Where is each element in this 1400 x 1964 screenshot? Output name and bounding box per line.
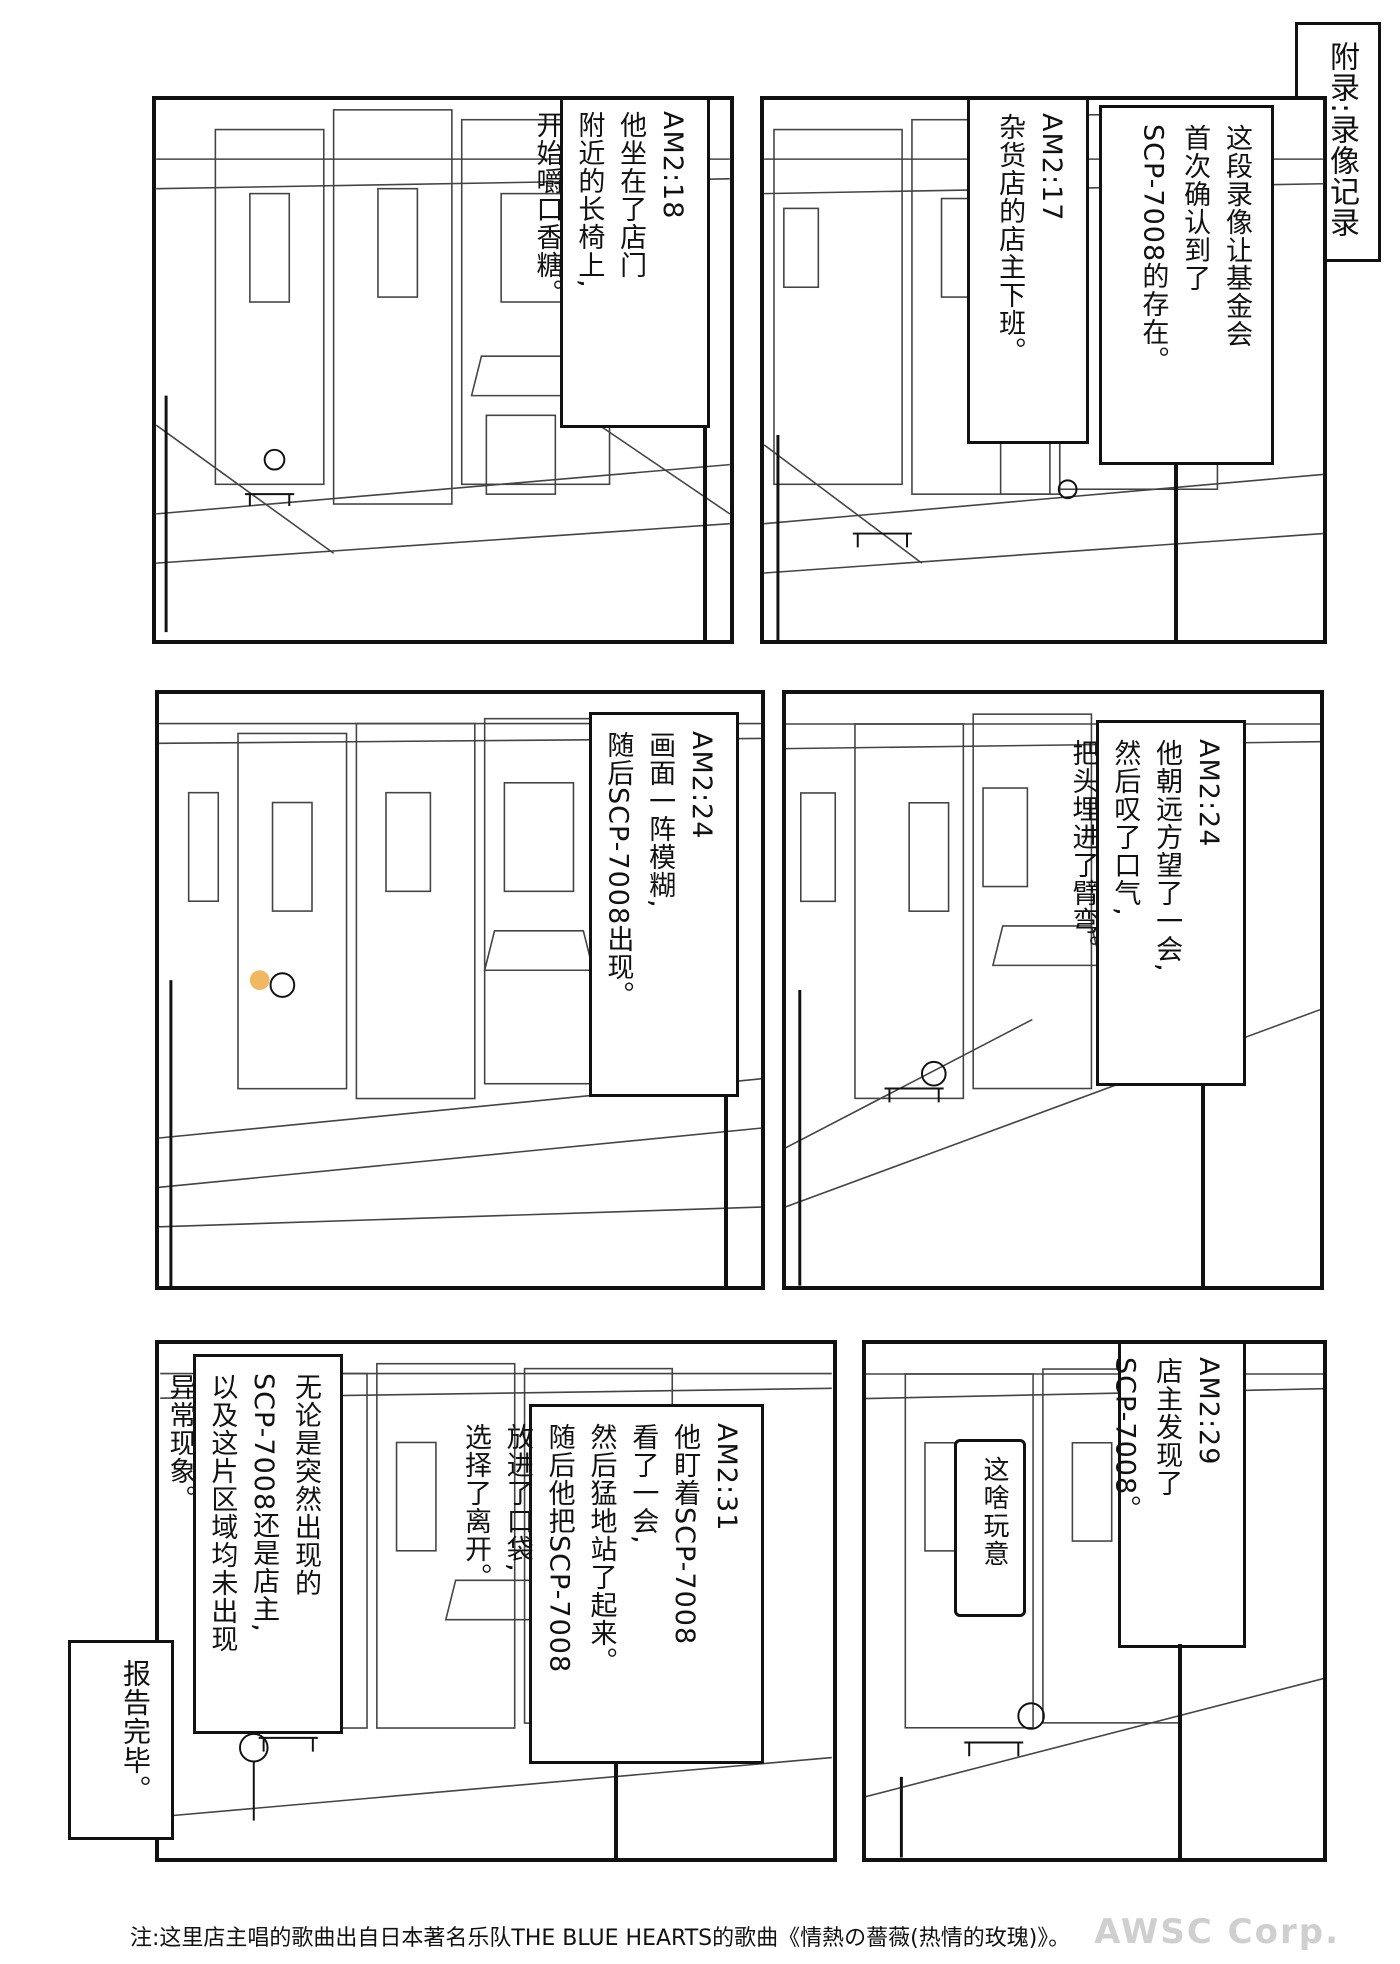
- caption-line: 看了一会,: [627, 1423, 659, 1545]
- caption-box: 这段录像让基金会 首次确认到了 SCP-7008的存在。: [1099, 105, 1274, 465]
- caption-line: AM2:29: [1193, 1357, 1224, 1466]
- caption-box: AM2:18 他坐在了店门 附近的长椅上, 开始嚼口香糖。: [531, 100, 710, 428]
- caption-line: 他盯着SCP-7008: [669, 1423, 701, 1646]
- caption-line: 以及这片区域均未出现: [206, 1373, 238, 1653]
- comic-panel-3: AM2:24 画面一阵模糊, 随后SCP-7008出现。: [155, 690, 765, 1290]
- comic-panel-4: AM2:24 他朝远方望了一会, 然后叹了口气, 把头埋进了臂弯。: [782, 690, 1324, 1290]
- caption-line: AM2:24: [686, 731, 717, 840]
- caption-line: 无论是突然出现的: [290, 1373, 321, 1597]
- caption-line: AM2:18: [657, 111, 688, 220]
- speech-bubble: 这啥玩意: [954, 1439, 1026, 1617]
- comic-panel-1: AM2:18 他坐在了店门 附近的长椅上, 开始嚼口香糖。: [152, 96, 734, 644]
- caption-line: 然后叹了口气,: [1109, 739, 1141, 917]
- caption-line: 然后猛地站了起来。: [585, 1423, 617, 1675]
- caption-line: SCP-7008。: [1109, 1357, 1141, 1524]
- caption-line: 异常现象。: [164, 1373, 196, 1513]
- caption-line: 画面一阵模糊,: [644, 731, 676, 909]
- speech-text: 这啥玩意: [979, 1456, 1009, 1568]
- appendix-title: 附录:录像记录: [1324, 41, 1359, 239]
- comic-panel-2: AM2:17 杂货店的店主下班。 这段录像让基金会 首次确认到了 SCP-700…: [760, 96, 1327, 644]
- report-complete-box: 报告完毕。: [68, 1640, 174, 1840]
- caption-box: AM2:17 杂货店的店主下班。: [967, 100, 1089, 444]
- caption-line: 把头埋进了臂弯。: [1067, 739, 1099, 963]
- caption-line: SCP-7008还是店主,: [248, 1373, 280, 1633]
- sign-post: [724, 1094, 728, 1286]
- caption-line: 放进了口袋,: [501, 1423, 533, 1573]
- caption-line: 报告完毕。: [119, 1659, 152, 1804]
- sign-post: [1201, 1084, 1205, 1286]
- caption-line: 随后他把SCP-7008: [543, 1423, 575, 1674]
- caption-line: SCP-7008的存在。: [1137, 124, 1169, 375]
- caption-line: 杂货店的店主下班。: [994, 113, 1026, 365]
- caption-line: 首次确认到了: [1179, 124, 1211, 292]
- sign-post: [1174, 465, 1178, 640]
- caption-line: 他朝远方望了一会,: [1151, 739, 1183, 973]
- caption-line: 随后SCP-7008出现。: [602, 731, 634, 1010]
- caption-line: AM2:31: [711, 1423, 742, 1532]
- caption-box: 无论是突然出现的 SCP-7008还是店主, 以及这片区域均未出现 异常现象。: [164, 1354, 343, 1734]
- caption-box: AM2:31 他盯着SCP-7008 看了一会, 然后猛地站了起来。 随后他把S…: [460, 1404, 764, 1764]
- caption-line: 他坐在了店门: [615, 111, 647, 279]
- sign-post: [614, 1762, 618, 1858]
- street-scene-6: [866, 1368, 1323, 1858]
- caption-box: AM2:29 店主发现了 SCP-7008。: [1109, 1344, 1246, 1648]
- caption-box: AM2:24 画面一阵模糊, 随后SCP-7008出现。: [589, 712, 739, 1097]
- sign-post: [703, 425, 707, 640]
- caption-box: AM2:24 他朝远方望了一会, 然后叹了口气, 把头埋进了臂弯。: [1067, 720, 1246, 1086]
- caption-line: AM2:17: [1036, 113, 1067, 222]
- caption-line: AM2:24: [1193, 739, 1224, 848]
- caption-line: 开始嚼口香糖。: [531, 111, 563, 307]
- caption-line: 店主发现了: [1151, 1357, 1183, 1497]
- comic-panel-5: 无论是突然出现的 SCP-7008还是店主, 以及这片区域均未出现 异常现象。 …: [155, 1340, 837, 1862]
- comic-panel-6: AM2:29 店主发现了 SCP-7008。 这啥玩意: [862, 1340, 1327, 1862]
- caption-line: 附近的长椅上,: [573, 111, 605, 289]
- watermark: AWSC Corp.: [1094, 1912, 1340, 1952]
- caption-line: 选择了离开。: [459, 1423, 491, 1591]
- caption-line: 这段录像让基金会: [1221, 124, 1252, 348]
- footnote: 注:这里店主唱的歌曲出自日本著名乐队THE BLUE HEARTS的歌曲《情熱の…: [130, 1926, 1071, 1951]
- sign-post: [1178, 1644, 1182, 1858]
